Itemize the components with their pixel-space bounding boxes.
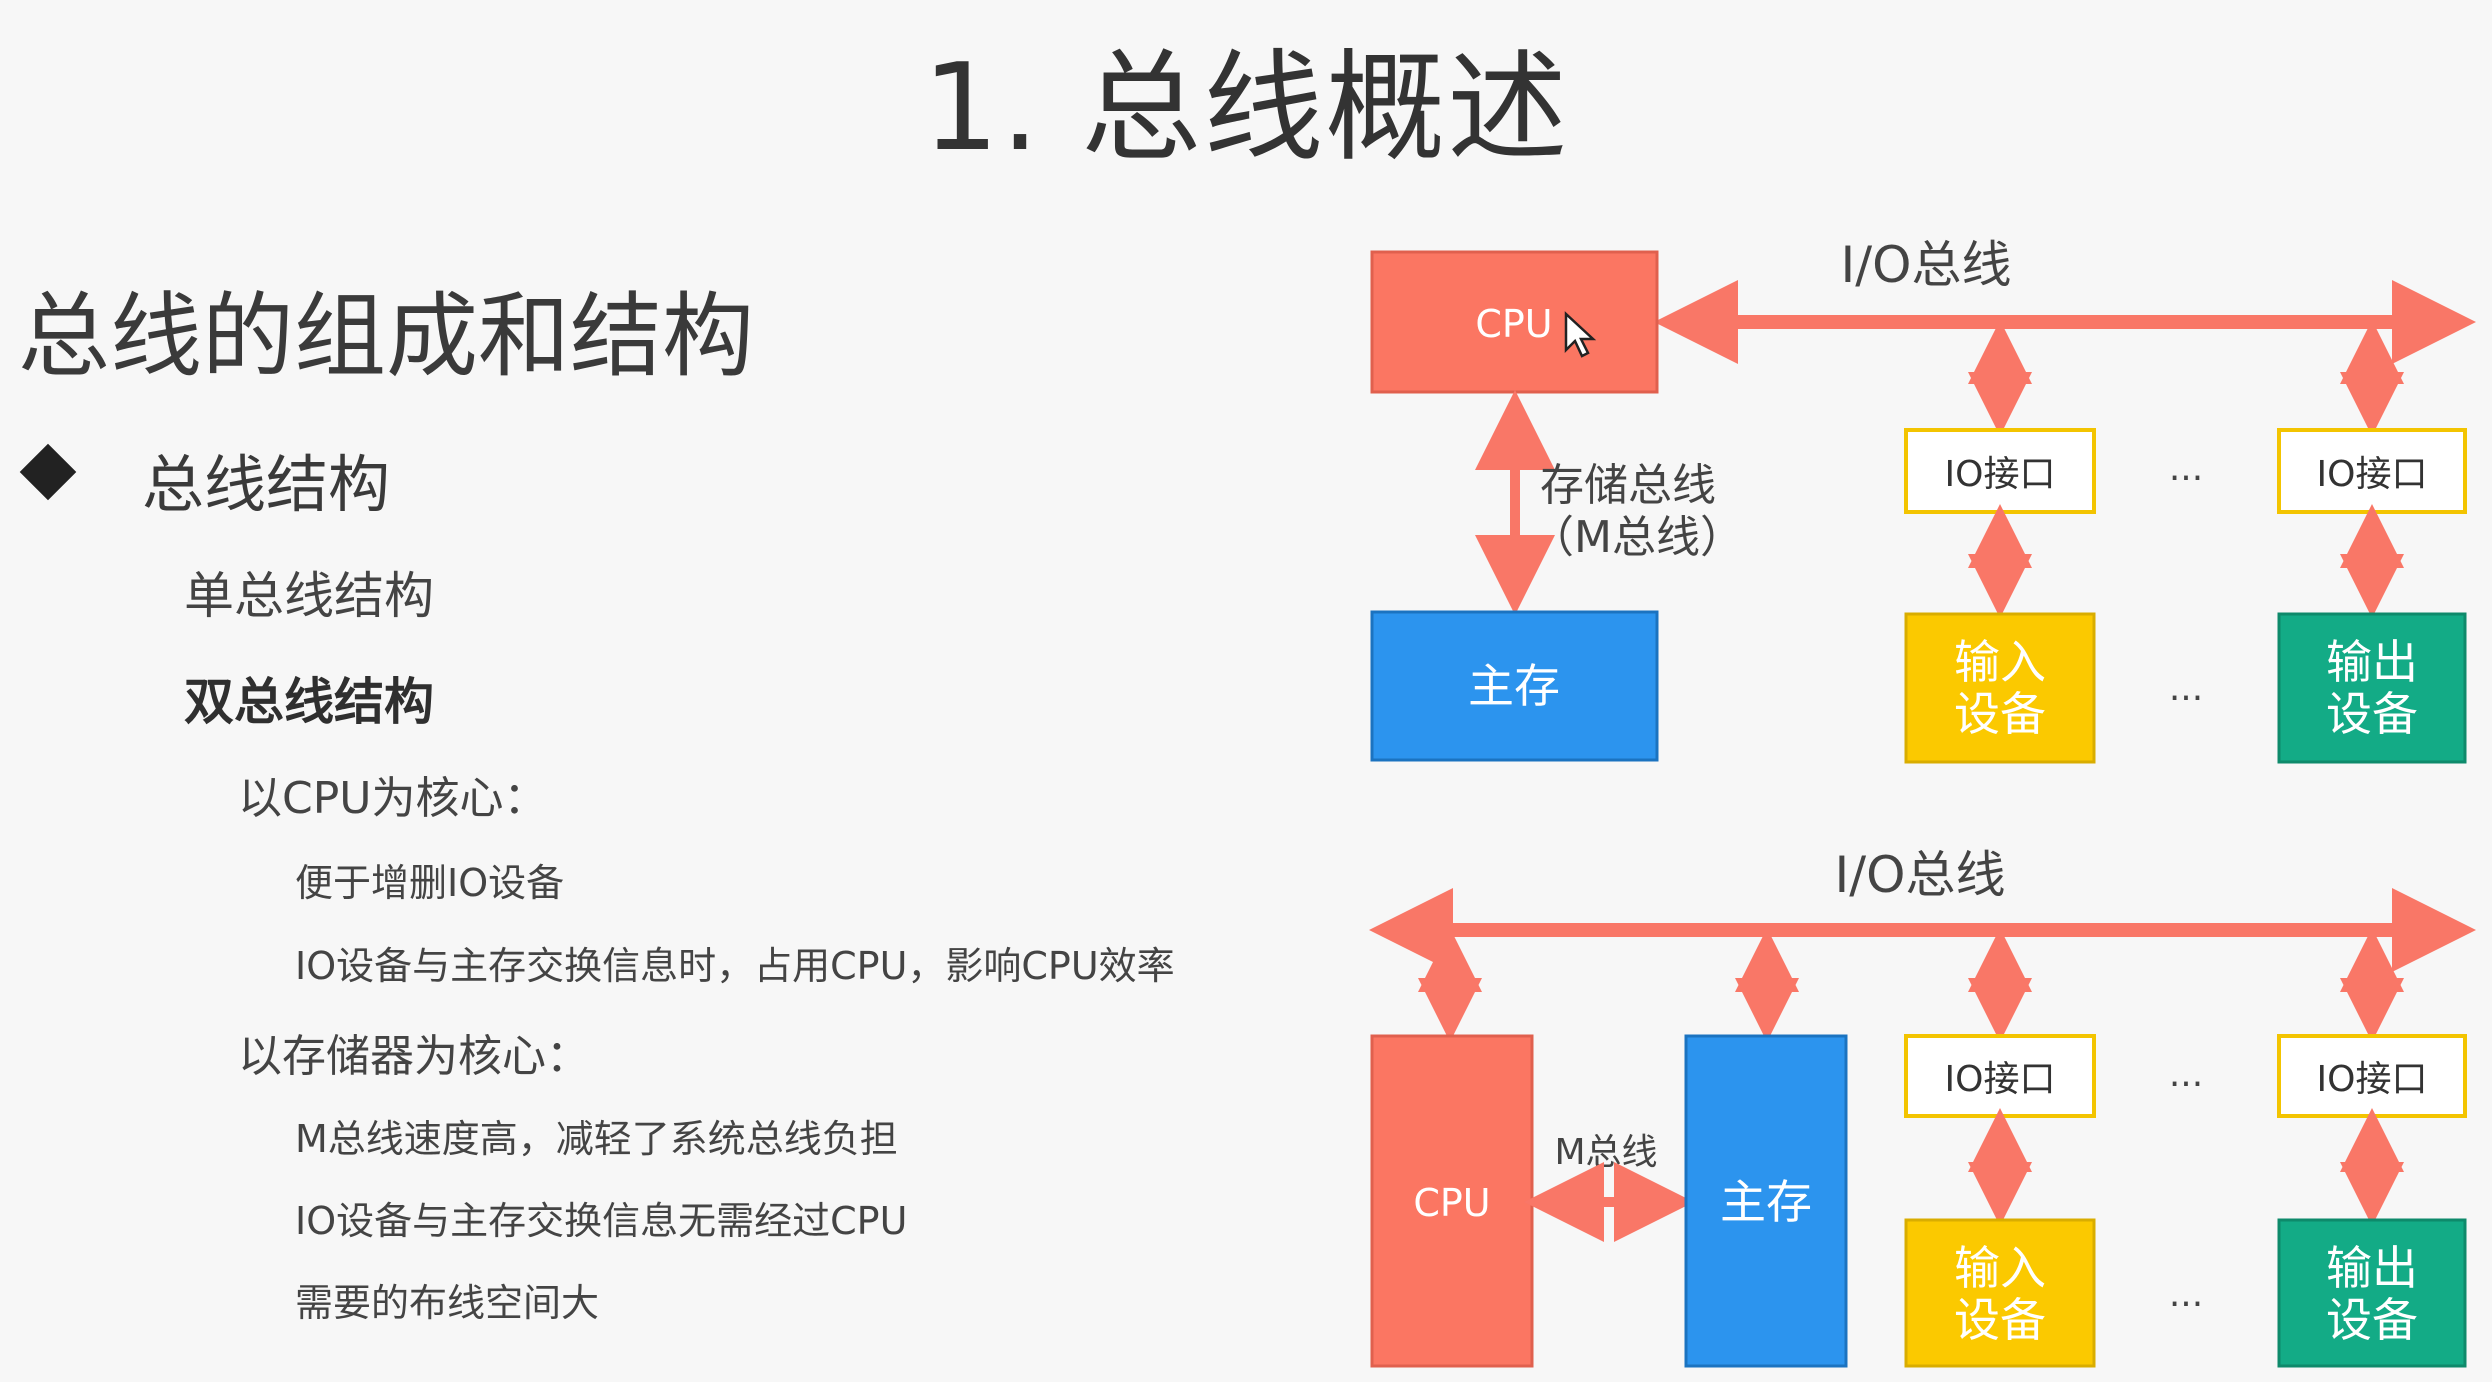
mouse-pointer-icon <box>1564 311 1597 358</box>
cpu-core-point-1: 便于增删IO设备 <box>295 861 565 905</box>
bottom-io-bus-label: I/O总线 <box>1835 846 2006 904</box>
bullet-heading: 总线结构 <box>142 448 391 521</box>
top-input-label-2: 设备 <box>1954 687 2046 741</box>
top-output-label-1: 输出 <box>2326 635 2418 689</box>
dual-bus-memory-centric-diagram: I/O总线 CPU M总线 主存 IO接口 输入 设备 ... ... IO接口… <box>1369 846 2476 1368</box>
cpu-core-point-2: IO设备与主存交换信息时，占用CPU，影响CPU效率 <box>295 944 1175 988</box>
bottom-cpu-box <box>1370 1034 1534 1368</box>
top-output-label-2: 设备 <box>2326 687 2418 741</box>
top-memory-box <box>1370 610 1659 762</box>
top-cpu-label: CPU <box>1475 302 1552 346</box>
bottom-io-port-2-label: IO接口 <box>2317 1059 2428 1100</box>
page-title: 1. 总线概述 <box>922 39 1570 178</box>
bottom-ellipsis-ports: ... <box>2169 1054 2203 1095</box>
top-output-device-box <box>2277 612 2467 764</box>
mem-core-point-3: 需要的布线空间大 <box>295 1281 600 1325</box>
bottom-memory-box <box>1684 1034 1848 1368</box>
dual-bus-item: 双总线结构 <box>184 673 434 731</box>
single-bus-item: 单总线结构 <box>184 567 434 625</box>
mem-core-point-2: IO设备与主存交换信息无需经过CPU <box>295 1199 908 1243</box>
dual-bus-cpu-centric-diagram: I/O总线 CPU 存储总线 （M总线） 主存 IO接口 输入 设备 ... .… <box>1370 236 2476 764</box>
cpu-core-heading: 以CPU为核心： <box>238 773 548 824</box>
bottom-input-label-2: 设备 <box>1954 1293 2046 1347</box>
bottom-cpu-label: CPU <box>1413 1181 1490 1225</box>
top-io-port-1-label: IO接口 <box>1945 454 2056 495</box>
bottom-ellipsis-devices: ... <box>2169 1274 2203 1315</box>
bottom-input-label-1: 输入 <box>1954 1241 2046 1295</box>
bottom-output-label-2: 设备 <box>2326 1293 2418 1347</box>
top-cpu-box <box>1370 250 1659 394</box>
bottom-output-label-1: 输出 <box>2326 1241 2418 1295</box>
top-memory-bus-label-2: （M总线） <box>1530 512 1744 563</box>
bottom-output-device-box <box>2277 1218 2467 1368</box>
top-input-label-1: 输入 <box>1954 635 2046 689</box>
bottom-m-bus-label: M总线 <box>1554 1132 1657 1173</box>
bottom-io-port-1-label: IO接口 <box>1945 1059 2056 1100</box>
top-io-port-2-label: IO接口 <box>2317 454 2428 495</box>
top-io-bus-label: I/O总线 <box>1841 236 2012 294</box>
top-ellipsis-ports: ... <box>2169 448 2203 489</box>
top-input-device-box <box>1904 612 2096 764</box>
top-memory-label: 主存 <box>1468 659 1560 713</box>
mem-core-heading: 以存储器为核心： <box>238 1031 590 1082</box>
bottom-memory-label: 主存 <box>1720 1175 1812 1229</box>
top-ellipsis-devices: ... <box>2169 668 2203 709</box>
bottom-input-device-box <box>1904 1218 2096 1368</box>
mem-core-point-1: M总线速度高，减轻了系统总线负担 <box>295 1117 898 1161</box>
top-memory-bus-label-1: 存储总线 <box>1540 460 1716 511</box>
section-title: 总线的组成和结构 <box>18 283 755 390</box>
